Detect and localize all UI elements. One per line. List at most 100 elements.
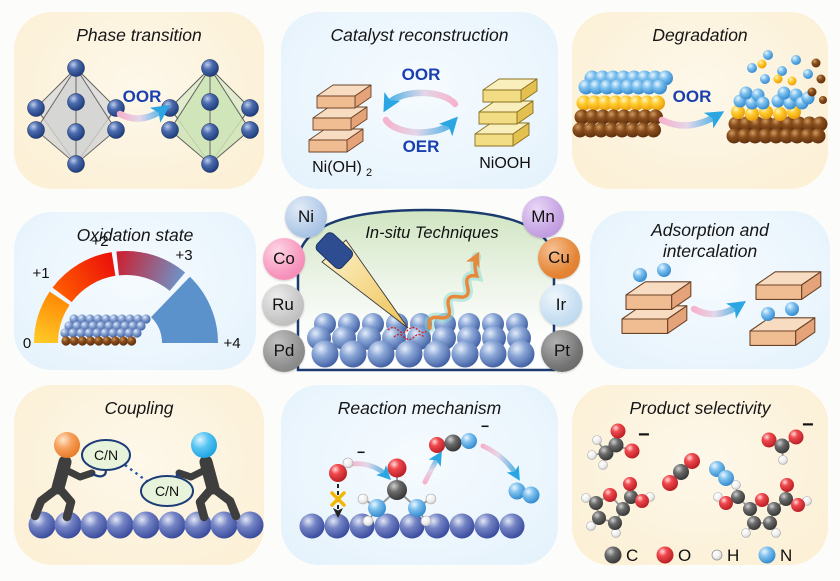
element-badge-ni: Ni bbox=[285, 196, 327, 238]
degradation-illustration: OOR bbox=[572, 50, 828, 144]
catalyst-reconstruction-illustration: OOR OER Ni(OH) 2 NiOOH bbox=[308, 65, 538, 179]
nitrogen-legend-icon bbox=[758, 546, 776, 564]
step-arrow-1 bbox=[348, 461, 391, 480]
coupling-illustration: C/N C/N bbox=[28, 432, 264, 539]
right-figure-head bbox=[191, 432, 217, 458]
oxidation-state-gauge: 0 +1 +2 +3 +4 bbox=[23, 233, 241, 352]
cyanate-ion bbox=[429, 433, 477, 453]
tick-0: 0 bbox=[23, 335, 31, 352]
panel-catalyst-reconstruction: Catalyst reconstruction OOR OER Ni(OH) 2… bbox=[281, 12, 558, 189]
nickel-hydroxide-formula-subscript: 2 bbox=[366, 167, 372, 179]
octahedron-before bbox=[27, 59, 125, 173]
left-figure-head bbox=[54, 432, 80, 458]
adsorption-title: Adsorption and intercalation bbox=[590, 220, 830, 262]
element-badge-pt: Pt bbox=[541, 330, 583, 372]
furan-carboxyl-molecule bbox=[581, 477, 655, 538]
carbon-legend-label: C bbox=[626, 546, 638, 565]
adsorption-title-line1: Adsorption and bbox=[651, 220, 769, 240]
carbon-legend-icon bbox=[604, 546, 622, 564]
degradation-title: Degradation bbox=[652, 25, 748, 45]
right-figure bbox=[175, 455, 241, 522]
tick-plus3: +3 bbox=[175, 247, 192, 264]
gauge-segment-3-4 bbox=[151, 276, 218, 343]
panel-oxidation-state: Oxidation state 0 +1 +2 +3 +4 bbox=[14, 212, 256, 370]
hydrogen-legend-icon bbox=[711, 549, 723, 561]
acetate-charge: − bbox=[638, 424, 650, 446]
bonds bbox=[337, 440, 532, 521]
probe-beam bbox=[315, 232, 409, 329]
product-selectivity-illustration: − − bbox=[581, 414, 814, 565]
element-badge-mn: Mn bbox=[522, 196, 564, 238]
reaction-arrow bbox=[658, 111, 725, 129]
step-arrow-2 bbox=[422, 451, 442, 485]
niooh-stack bbox=[474, 78, 538, 147]
catalyst-surface bbox=[307, 313, 535, 368]
co2-molecule bbox=[662, 453, 700, 491]
hydroxide-ion bbox=[329, 457, 354, 482]
element-badge-cu: Cu bbox=[538, 237, 580, 279]
gauge-segment-2-3 bbox=[116, 250, 186, 291]
cn-species-2 bbox=[140, 475, 194, 507]
tick-plus2: +2 bbox=[91, 233, 108, 250]
leached-particles bbox=[731, 50, 827, 121]
panel-in-situ-techniques: In-situ Techniques bbox=[296, 208, 556, 372]
transition-arrow bbox=[690, 300, 747, 319]
reaction-arrow bbox=[116, 104, 170, 123]
phase-transition-illustration: OOR bbox=[27, 59, 259, 173]
element-badge-pd: Pd bbox=[263, 330, 305, 372]
degraded-catalyst-base bbox=[726, 116, 828, 144]
panel-reaction-mechanism: Reaction mechanism − bbox=[281, 385, 558, 565]
formate-molecule bbox=[761, 429, 804, 465]
nitrogen-legend-label: N bbox=[780, 546, 792, 565]
oor-cycle-arrow bbox=[383, 89, 459, 113]
reaction-mechanism-illustration: − − bbox=[299, 418, 540, 539]
hydroxide-charge: − bbox=[357, 444, 365, 460]
cn-label-1: C/N bbox=[94, 447, 118, 463]
gauge-segment-0-1 bbox=[34, 291, 70, 343]
oxygen-legend-label: O bbox=[678, 546, 691, 565]
cn-species-1 bbox=[81, 439, 131, 471]
atom-legend: C O H N bbox=[604, 546, 792, 565]
hydroxymethyl-furan-molecule bbox=[713, 478, 812, 538]
adsorbed-state bbox=[621, 263, 692, 334]
catalyst-cluster bbox=[60, 314, 151, 346]
nickel-hydroxide-formula: Ni(OH) bbox=[312, 159, 362, 176]
adsorption-illustration bbox=[621, 263, 822, 346]
acetate-molecule bbox=[587, 423, 640, 470]
blocked-x-icon bbox=[330, 491, 346, 507]
oor-label: OOR bbox=[673, 87, 712, 106]
panel-adsorption-intercalation: Adsorption and intercalation bbox=[590, 211, 830, 369]
reaction-mechanism-title: Reaction mechanism bbox=[337, 398, 502, 418]
intercalated-state bbox=[749, 271, 822, 346]
nickel-hydroxide-stack bbox=[308, 84, 372, 153]
product-selectivity-title: Product selectivity bbox=[629, 398, 771, 418]
oxygen-legend-icon bbox=[656, 546, 674, 564]
oer-cycle-arrow bbox=[382, 116, 458, 137]
panel-phase-transition: Phase transition OOR bbox=[14, 12, 264, 189]
element-badge-co: Co bbox=[263, 238, 305, 280]
in-situ-title: In-situ Techniques bbox=[365, 224, 498, 242]
oor-label: OOR bbox=[402, 65, 441, 84]
oer-label: OER bbox=[403, 137, 440, 156]
catalyst-reconstruction-title: Catalyst reconstruction bbox=[330, 25, 509, 45]
gauge-segment-1-2 bbox=[52, 252, 116, 303]
cyanate-charge: − bbox=[481, 418, 489, 434]
phase-transition-title: Phase transition bbox=[76, 25, 202, 45]
tick-plus1: +1 bbox=[32, 265, 49, 282]
left-figure bbox=[30, 455, 96, 522]
panel-degradation: Degradation OOR bbox=[572, 12, 828, 189]
niooh-formula: NiOOH bbox=[479, 155, 531, 172]
hydrogen-legend-label: H bbox=[727, 546, 739, 565]
element-badge-ir: Ir bbox=[540, 284, 582, 326]
adsorption-title-line2: intercalation bbox=[662, 241, 758, 261]
catalyst-row bbox=[28, 511, 264, 539]
element-badge-ru: Ru bbox=[262, 284, 304, 326]
panel-product-selectivity: Product selectivity bbox=[572, 385, 828, 565]
panel-coupling: Coupling C/N C/N bbox=[14, 385, 264, 565]
surface-reaction-scribble bbox=[387, 326, 429, 341]
oor-label: OOR bbox=[123, 87, 162, 106]
emitted-signal-wave bbox=[424, 251, 484, 333]
coupling-title: Coupling bbox=[104, 398, 174, 418]
formate-charge: − bbox=[802, 414, 814, 436]
